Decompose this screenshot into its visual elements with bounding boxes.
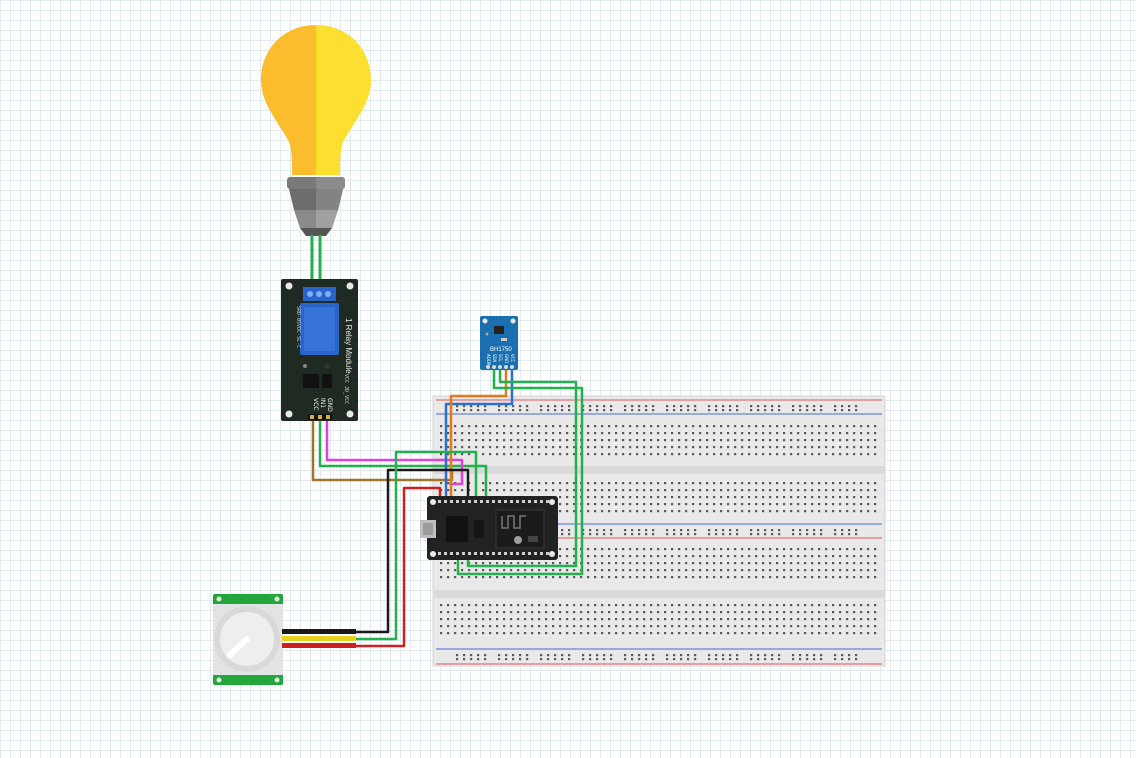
wire-sensor-scl [466, 366, 578, 568]
relay-jumper-label: VCC JD_VCC [343, 374, 349, 404]
relay-module: 1 Relay Module SRD-05VDC-SL-C VCC JD_VCC… [281, 279, 358, 421]
sensor-pin-gnd: GND [504, 354, 509, 363]
mcu-pin-rows [438, 500, 549, 555]
pir-motion-sensor [213, 594, 356, 685]
sensor-pin-sda: SDA [492, 354, 497, 363]
sensor-title: BH1750 [490, 347, 512, 353]
relay-pin-vcc: VCC [312, 398, 319, 410]
sensor-pin-addr: ADDR [486, 354, 491, 366]
relay-model: SRD-05VDC-SL-C [295, 306, 301, 348]
bh1750-sensor: BH1750 ADDR SDA SCL GND VCC [480, 316, 518, 370]
wire-relay-in1 [318, 418, 488, 500]
sensor-pin-vcc: VCC [510, 354, 515, 363]
light-bulb [261, 25, 371, 236]
wire-sensor-sda [456, 366, 584, 576]
wire-relay-gnd [325, 418, 464, 486]
sensor-pin-scl: SCL [498, 354, 503, 362]
relay-pin-in1: IN1 [319, 398, 326, 408]
relay-pin-gnd: GND [326, 398, 333, 412]
wires [280, 234, 584, 648]
wire-pir-vcc [280, 486, 442, 648]
mcu-board [420, 496, 558, 560]
wire-pir-out [280, 450, 478, 641]
relay-title: 1 Relay Module [344, 318, 353, 374]
